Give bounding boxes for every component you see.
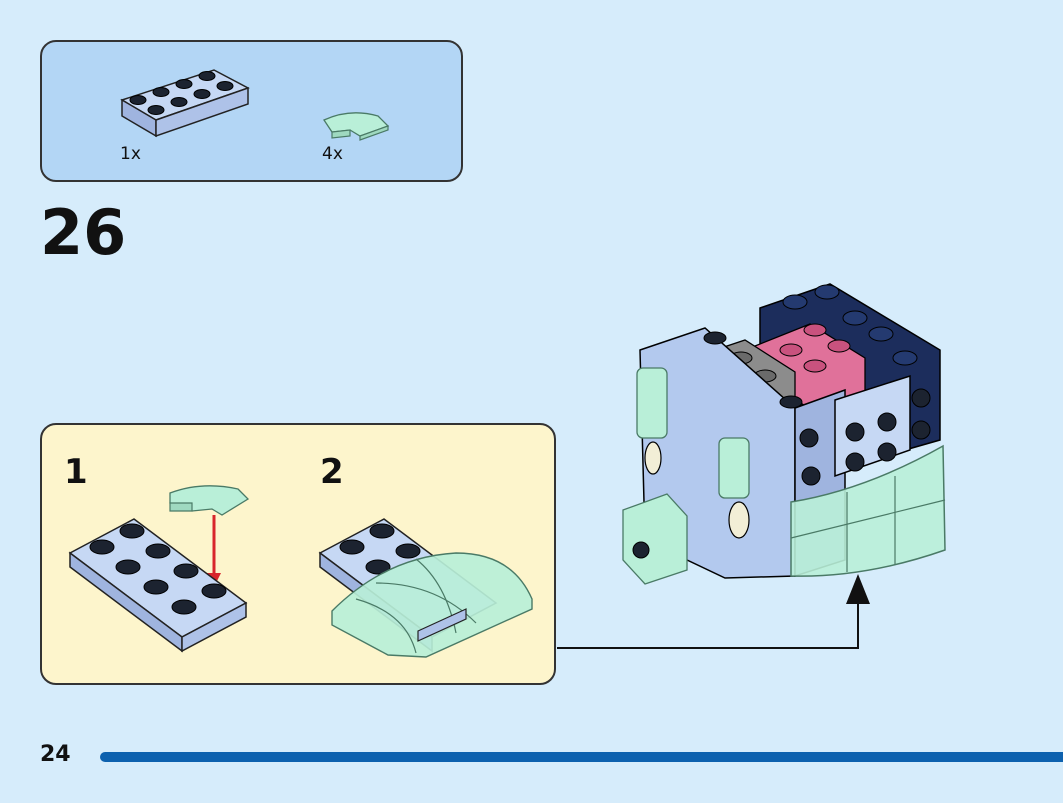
substep-number-2: 2 (320, 452, 344, 492)
plate-quantity: 1x (120, 144, 141, 164)
page-number: 24 (40, 742, 71, 767)
page-progress-bar (100, 752, 1063, 762)
tile-quantity: 4x (322, 144, 343, 164)
substep-box: 1 2 (40, 423, 556, 685)
substep-1-illustration (68, 485, 250, 653)
plate-2x4-icon (120, 69, 250, 138)
main-model-illustration (622, 283, 946, 585)
substep-number-1: 1 (64, 452, 88, 492)
substep-2-illustration (318, 518, 533, 658)
step-number: 26 (40, 196, 127, 269)
parts-list-box: 1x 4x (40, 40, 463, 182)
curved-tile-icon (323, 112, 390, 141)
